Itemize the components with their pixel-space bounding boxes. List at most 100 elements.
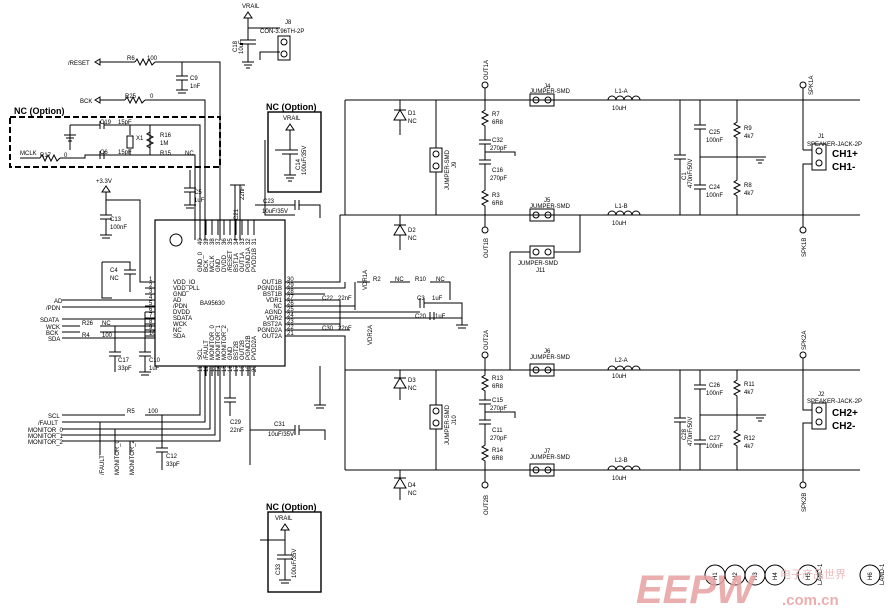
svg-text:H6: H6 <box>868 572 874 580</box>
pin-number: 14 <box>216 365 222 372</box>
ic-ba95630 <box>154 219 286 367</box>
l2a-inductor <box>607 365 641 371</box>
svg-text:R4: R4 <box>82 333 90 339</box>
svg-text:C16: C16 <box>492 168 504 174</box>
svg-text:LAND-1: LAND-1 <box>880 563 886 585</box>
svg-text:J11: J11 <box>536 268 546 274</box>
svg-text:100nF: 100nF <box>706 193 723 199</box>
svg-text:OUT1A: OUT1A <box>484 60 490 80</box>
j6-jumper <box>529 363 555 377</box>
pin-number: 26 <box>287 301 294 307</box>
svg-text:C24: C24 <box>709 185 721 191</box>
pin-name: /RESET <box>228 250 234 272</box>
svg-text:R26: R26 <box>82 321 94 327</box>
svg-text:6R8: 6R8 <box>492 120 504 126</box>
nc-option-box-top <box>267 111 322 193</box>
svg-text:100uF/35V: 100uF/35V <box>302 146 308 175</box>
svg-text:MONITOR_2: MONITOR_2 <box>28 440 64 446</box>
svg-text:SPK2B: SPK2B <box>802 493 808 512</box>
svg-text:10uH: 10uH <box>612 374 626 380</box>
svg-text:VDR2A: VDR2A <box>368 325 374 345</box>
pin-number: 28 <box>287 289 294 295</box>
svg-text:100: 100 <box>147 56 158 62</box>
svg-text:R14: R14 <box>492 448 504 454</box>
svg-text:BCK: BCK <box>46 331 58 337</box>
reset-arrow <box>94 58 101 66</box>
pin-number: 17 <box>234 365 240 372</box>
svg-text:NC (Option): NC (Option) <box>266 102 316 112</box>
svg-text:R10: R10 <box>415 277 427 283</box>
svg-text:22nF: 22nF <box>230 428 244 434</box>
svg-text:100nF: 100nF <box>706 444 723 450</box>
svg-text:J8: J8 <box>285 20 292 26</box>
svg-text:C33: C33 <box>276 563 282 575</box>
vrail-label-top: VRAIL <box>242 4 260 10</box>
svg-text:VRAIL: VRAIL <box>283 116 301 122</box>
pin-name: PGND2A <box>257 328 282 334</box>
svg-text:C30: C30 <box>322 326 334 332</box>
c9-cap <box>176 62 188 94</box>
svg-text:C27: C27 <box>709 436 721 442</box>
pin-name: VDR2 <box>266 316 283 322</box>
pin-number: 9 <box>149 325 153 331</box>
svg-text:33pF: 33pF <box>118 366 132 372</box>
pin-name: OUT1A <box>240 252 246 272</box>
nc-option-box-left <box>9 116 221 168</box>
svg-text:C18: C18 <box>233 40 239 52</box>
pin-name: GND <box>173 292 187 298</box>
j2-speaker-jack <box>811 402 827 430</box>
pin-number: 27 <box>287 295 294 301</box>
svg-text:J7: J7 <box>544 449 551 455</box>
chip-label: BA95630 <box>200 301 225 307</box>
pin-name: VDD_PLL <box>173 286 200 292</box>
svg-text:EEPW: EEPW <box>636 568 757 610</box>
svg-text:C15: C15 <box>492 398 504 404</box>
svg-text:D3: D3 <box>408 378 416 384</box>
pin-name: OUT1B <box>262 280 282 286</box>
svg-text:C14: C14 <box>296 158 302 170</box>
svg-text:R9: R9 <box>744 126 752 132</box>
svg-text:J4: J4 <box>544 84 551 90</box>
pin-name: PGND1A <box>246 247 252 272</box>
pin-number: 36 <box>222 238 228 245</box>
pin-name: PGND1B <box>257 286 282 292</box>
pin-number: 25 <box>287 307 294 313</box>
pin-number: 24 <box>287 313 294 319</box>
svg-text:MCLK: MCLK <box>20 151 37 157</box>
svg-text:/FAULT: /FAULT <box>100 455 106 475</box>
svg-text:J6: J6 <box>544 349 551 355</box>
svg-text:SDATA: SDATA <box>40 318 59 324</box>
svg-text:SCL: SCL <box>48 414 60 420</box>
pin-number: 4 <box>149 295 153 301</box>
svg-text:15pF: 15pF <box>118 150 132 156</box>
svg-text:J1: J1 <box>818 134 825 140</box>
svg-text:NC: NC <box>408 236 417 242</box>
pin-number: 16 <box>228 365 234 372</box>
svg-text:C25: C25 <box>709 130 721 136</box>
svg-text:R3: R3 <box>492 193 500 199</box>
pin-name: NC <box>173 328 182 334</box>
svg-text:100uF/35V: 100uF/35V <box>292 549 298 578</box>
bck-wire <box>100 99 206 240</box>
svg-text:1M: 1M <box>160 141 168 147</box>
vrail-arrow <box>243 11 253 19</box>
svg-text:JUMPER-SMD: JUMPER-SMD <box>530 455 571 461</box>
svg-text:OUT2B: OUT2B <box>484 495 490 515</box>
svg-text:JUMPER-SMD: JUMPER-SMD <box>518 261 559 267</box>
svg-text:SPK2A: SPK2A <box>802 331 808 350</box>
l2b-inductor <box>607 465 641 471</box>
d2-diode <box>393 215 407 250</box>
svg-text:1uF: 1uF <box>435 314 446 320</box>
r6-resistor <box>134 57 156 67</box>
pin-number: 6 <box>149 307 153 313</box>
svg-text:.com.cn: .com.cn <box>782 592 839 609</box>
pin-name: MCLK <box>210 255 216 272</box>
svg-text:NC: NC <box>110 276 119 282</box>
reset-wire <box>100 61 221 240</box>
svg-text:R12: R12 <box>744 436 756 442</box>
svg-text:/RESET: /RESET <box>68 61 90 67</box>
svg-text:SPK1A: SPK1A <box>809 76 815 95</box>
pin-number: 32 <box>246 238 252 245</box>
svg-text:4k7: 4k7 <box>744 390 754 396</box>
